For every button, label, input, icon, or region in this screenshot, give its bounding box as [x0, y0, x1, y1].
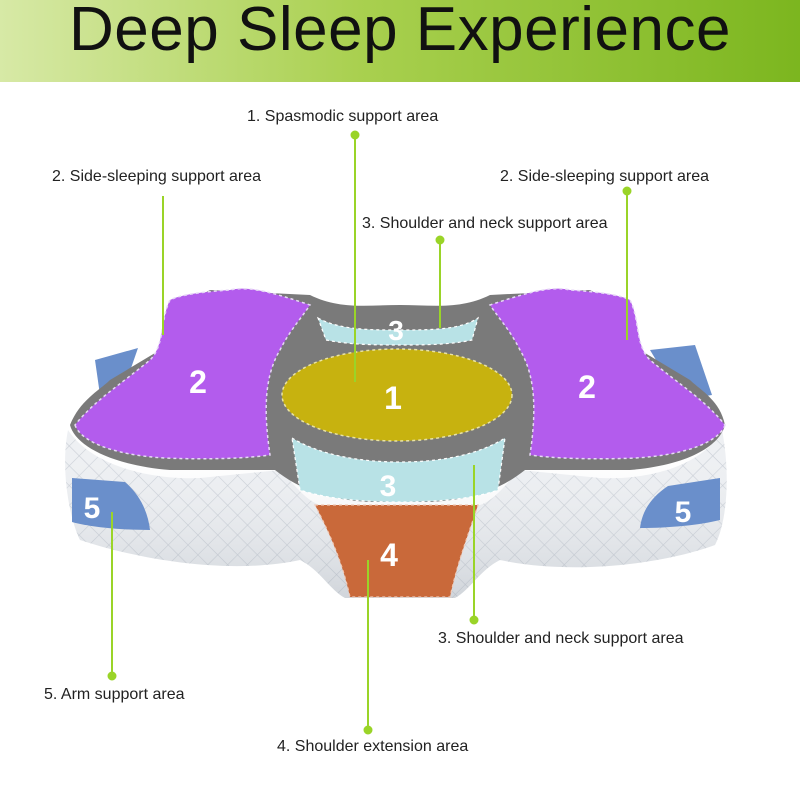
zone-number-4: 4: [380, 537, 398, 573]
zone-2-right: [488, 287, 726, 460]
leader-dot-spasmodic: [350, 130, 360, 140]
label-shoulder-neck-bottom: 3. Shoulder and neck support area: [438, 630, 684, 647]
zone-number-5-right: 5: [675, 496, 692, 529]
label-side-sleeping-right: 2. Side-sleeping support area: [500, 168, 710, 185]
zone-1: [281, 348, 513, 442]
zone-5-left: [72, 478, 150, 530]
leader-dot-neck-bottom: [469, 615, 479, 625]
leader-dot-shoulder-ext: [363, 725, 373, 735]
leader-dot-arm: [107, 671, 117, 681]
label-side-sleeping-left: 2. Side-sleeping support area: [52, 168, 262, 185]
label-arm-support: 5. Arm support area: [44, 686, 185, 703]
leader-dot-side-right: [622, 186, 632, 196]
zone-3-bottom: [291, 436, 506, 503]
label-shoulder-extension: 4. Shoulder extension area: [277, 738, 469, 755]
title-banner: Deep Sleep Experience: [0, 0, 800, 82]
zone-4: [314, 504, 479, 598]
zone-number-2-right: 2: [578, 369, 596, 405]
zone-3-top: [316, 316, 479, 346]
label-spasmodic-support: 1. Spasmodic support area: [247, 108, 439, 125]
label-shoulder-neck-top: 3. Shoulder and neck support area: [362, 215, 608, 232]
zone-2-left: [74, 287, 312, 460]
page-title: Deep Sleep Experience: [69, 0, 731, 64]
zone-number-5-left: 5: [84, 492, 101, 525]
zone-number-2-left: 2: [189, 364, 207, 400]
zone-5-right: [640, 478, 720, 528]
zone-number-3-top: 3: [388, 315, 404, 346]
zone-number-3-bottom: 3: [380, 470, 397, 503]
leader-dot-neck-top: [435, 235, 445, 245]
zone-number-1: 1: [384, 380, 402, 416]
